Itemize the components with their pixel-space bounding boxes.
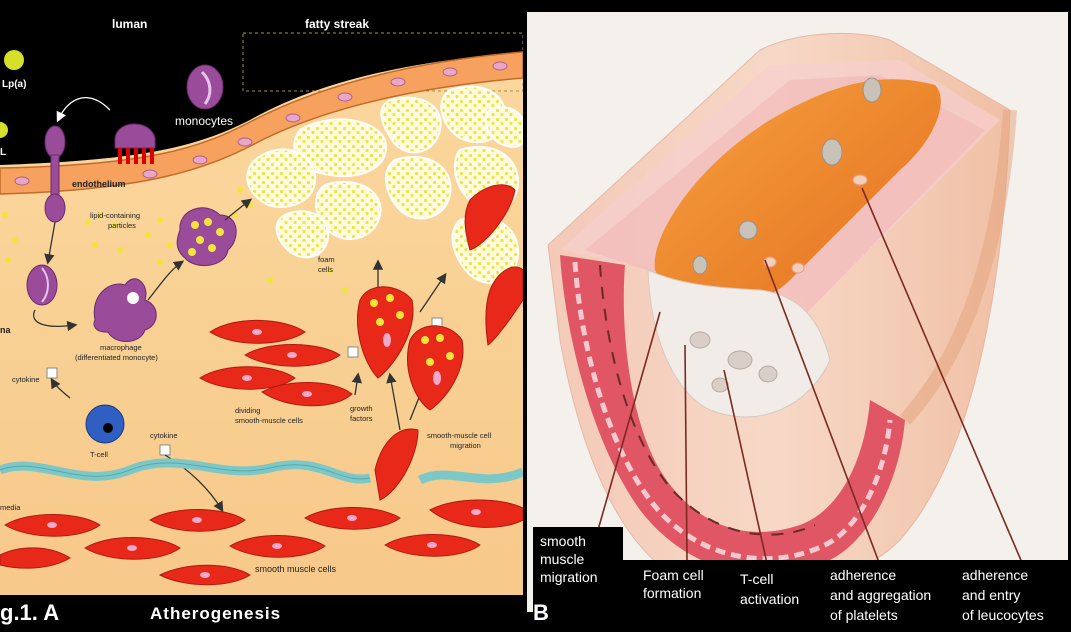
label-t-cell: T-cell xyxy=(90,450,108,459)
label-macrophage-1: macrophage xyxy=(100,343,142,352)
label-platelets-2: and aggregation xyxy=(830,587,931,603)
lpa-particle xyxy=(4,50,24,70)
t-cell xyxy=(86,405,124,443)
label-smooth: smooth xyxy=(540,533,586,549)
label-macrophage-2: (differentiated monocyte) xyxy=(75,353,158,362)
label-lpa: Lp(a) xyxy=(2,79,26,90)
monocyte-intima xyxy=(27,265,57,305)
label-growth-1: growth xyxy=(350,404,373,413)
monocyte-lumen xyxy=(187,65,223,109)
label-cytokine-bottom: cytokine xyxy=(150,431,178,440)
label-l-partial: L xyxy=(0,147,6,158)
panel-a: luman fatty streak Lp(a) L monocytes end… xyxy=(0,8,526,595)
panel-b-letter: B xyxy=(533,600,549,625)
label-leucocytes-1: adherence xyxy=(962,567,1028,583)
label-formation: formation xyxy=(643,585,701,601)
label-leucocytes-2: and entry xyxy=(962,587,1020,603)
figure-number: g.1. A xyxy=(0,600,59,625)
label-muscle: muscle xyxy=(540,551,585,567)
label-growth-2: factors xyxy=(350,414,373,423)
label-lipid-particles-2: particles xyxy=(108,221,136,230)
label-cytokine-left: cytokine xyxy=(12,375,40,384)
cytokine-square-bottom xyxy=(160,445,170,455)
label-t-cell-b: T-cell xyxy=(740,571,773,587)
figure-title: Atherogenesis xyxy=(150,604,281,623)
label-intima-partial: na xyxy=(0,325,11,335)
label-media-partial: media xyxy=(0,503,21,512)
label-leucocytes-3: of leucocytes xyxy=(962,607,1044,623)
label-activation: activation xyxy=(740,591,799,607)
label-foam-cells-1: foam xyxy=(318,255,335,264)
label-foam-cells-2: cells xyxy=(318,265,333,274)
label-dividing-1: dividing xyxy=(235,406,260,415)
label-monocytes: monocytes xyxy=(175,114,233,128)
label-dividing-2: smooth-muscle cells xyxy=(235,416,303,425)
label-migration: migration xyxy=(540,569,598,585)
growth-factor-square xyxy=(348,347,358,357)
label-lipid-particles-1: lipid-containing xyxy=(90,211,140,220)
label-endothelium: endothelium xyxy=(72,179,126,189)
label-smc-migration-2: migration xyxy=(450,441,481,450)
label-foam-cell: Foam cell xyxy=(643,567,704,583)
label-luman: luman xyxy=(112,17,147,31)
label-smooth-muscle-cells: smooth muscle cells xyxy=(255,564,337,574)
cytokine-square-left xyxy=(47,368,57,378)
label-fatty-streak: fatty streak xyxy=(305,17,369,31)
label-platelets-3: of platelets xyxy=(830,607,898,623)
panel-b: smooth muscle migration Foam cell format… xyxy=(527,12,1071,632)
label-smc-migration-1: smooth-muscle cell xyxy=(427,431,492,440)
label-platelets-1: adherence xyxy=(830,567,896,583)
